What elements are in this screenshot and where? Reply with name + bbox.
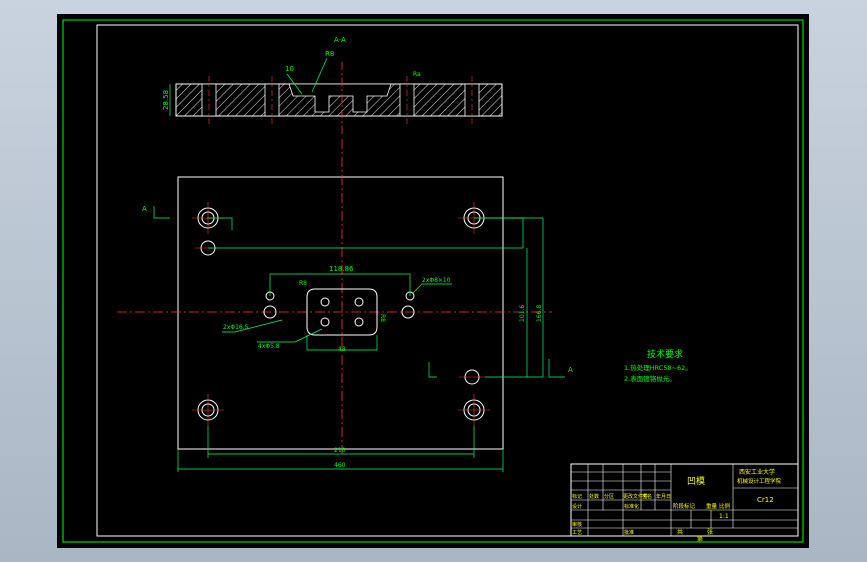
scale-label: 比例 [719, 502, 731, 510]
leader-r8 [311, 57, 328, 93]
stage-label: 阶段标记 [673, 502, 696, 510]
title-block: 凹模 西安工业大学 机械设计工程学院 Cr12 阶段标记 重量 比例 1:1 共… [570, 463, 799, 543]
dim-r-right: R8 [379, 314, 386, 322]
corner-hole-bl [192, 394, 224, 426]
sheet-of: 第 [697, 535, 703, 543]
notes-line-1: 1.热处理HRC58~62。 [624, 363, 692, 372]
dim-horizontal-1: 210 [334, 447, 346, 454]
section-cavity [288, 83, 392, 113]
callout-10: 10 [285, 65, 294, 73]
weight-label: 重量 [706, 502, 718, 510]
dowel-hole-right [459, 369, 485, 385]
notes-title: 技术要求 [647, 348, 683, 360]
section-height: 28.58 [162, 90, 170, 110]
central-cavity [306, 288, 378, 336]
technical-notes: 技术要求 1.热处理HRC58~62。 2.表面镀铬抛光。 [624, 348, 692, 383]
dim-holes-left: 2xΦ16.5 [223, 324, 249, 331]
dim-top: 118.86 [329, 265, 354, 273]
section-view: A-A 10 R8 Ra 28.58 [162, 36, 503, 134]
dim-holes-right: 2xΦ8×10 [422, 277, 451, 284]
callout-r8: R8 [325, 50, 334, 58]
dim-vertical-2: 166.8 [536, 305, 543, 322]
dim-small-holes: 4xΦ5.8 [258, 343, 280, 350]
drawing-frame: A-A 10 R8 Ra 28.58 [57, 14, 809, 548]
corner-hole-br [458, 394, 490, 426]
dim-cavity-width: 48 [338, 346, 346, 353]
dim-vertical-1: 101.6 [519, 305, 526, 322]
material: Cr12 [757, 496, 774, 504]
approve-label: 批准 [624, 529, 634, 536]
dim-r-left: R8 [299, 280, 307, 287]
section-label: A-A [334, 36, 346, 44]
notes-line-2: 2.表面镀铬抛光。 [624, 374, 676, 383]
outer-border [62, 19, 804, 543]
std-label: 标准化 [624, 503, 639, 510]
row-label-1: 处数 [589, 493, 599, 500]
cad-drawing: A-A 10 R8 Ra 28.58 [62, 19, 804, 543]
sheet-total: 共 [677, 528, 683, 536]
dimension-lines [153, 206, 565, 472]
leader-10 [286, 73, 303, 95]
plan-view: A A 118.86 R8 R8 2xΦ8×10 2xΦ16.5 4xΦ5.8 … [117, 139, 573, 472]
row-label-5: 年月日 [656, 493, 671, 500]
left-label-1: 审核 [572, 521, 582, 528]
part-name: 凹模 [687, 476, 705, 487]
plate-outline [177, 176, 504, 450]
school-name: 西安工业大学 [739, 468, 775, 476]
arrow-a-left: A [142, 205, 147, 213]
dept-name: 机械设计工程学院 [737, 477, 782, 485]
row-label-3: 更改文件号 [623, 493, 648, 500]
row-label-4: 签名 [642, 493, 652, 500]
cavity-holes [320, 297, 364, 327]
sheet-num: 张 [707, 528, 713, 536]
row-label-0: 标记 [572, 493, 582, 500]
side-holes [263, 291, 415, 319]
arrow-a-right: A [568, 366, 573, 374]
left-label-2: 工艺 [572, 530, 582, 536]
left-label-0: 设计 [572, 503, 582, 510]
dim-horizontal-2: 460 [334, 462, 346, 469]
scale-value: 1:1 [719, 513, 729, 520]
row-label-2: 分区 [604, 493, 614, 500]
inner-border [96, 24, 799, 537]
roughness-mark: Ra [413, 71, 421, 78]
